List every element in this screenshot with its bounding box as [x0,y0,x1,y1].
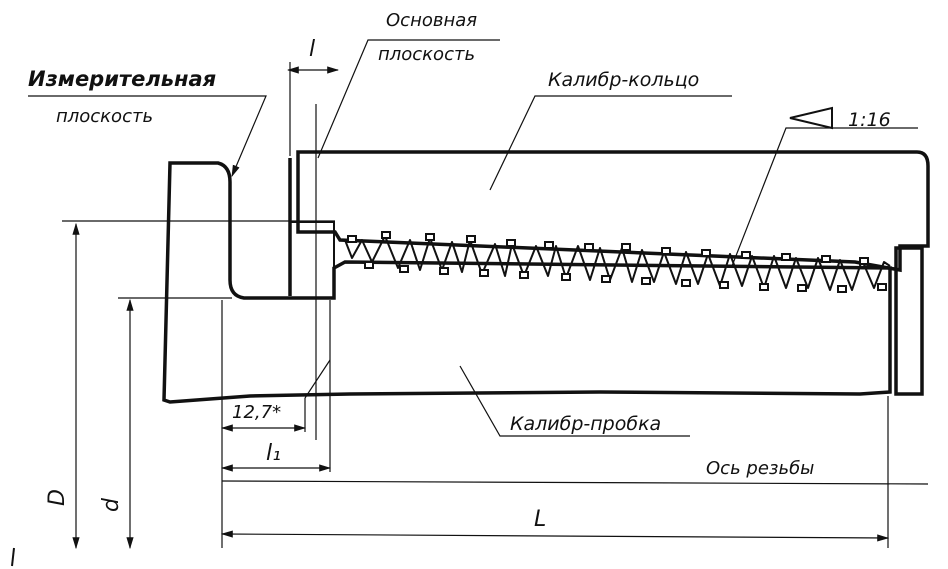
leader-measuring-plane [28,95,267,178]
leader-ring [489,95,732,191]
leader-taper [731,127,918,267]
dim-127-label: 12,7* [232,402,281,423]
plug-gauge-body [162,161,892,404]
dim-D-label: D [45,489,70,506]
dim-l1-label: l₁ [266,441,281,466]
thread-profile [344,235,891,291]
measuring-plane-label-1: Измерительная [28,67,216,91]
plug-end-plate [894,246,924,396]
dim-L-label: L [534,507,546,532]
measuring-plane-label-2: плоскость [56,106,153,127]
plug-gauge-label: Калибр-пробка [510,413,661,435]
leader-plug [459,365,690,437]
thread-axis-line [221,480,929,485]
ring-gauge-body [296,150,930,273]
base-plane-label-2: плоскость [378,44,475,65]
ring-recess [290,221,335,268]
taper-icon [789,106,833,130]
dim-L [220,530,890,542]
ring-gauge-label: Калибр-кольцо [548,69,699,91]
leader-base-plane [317,39,500,159]
thread-crests [347,231,887,293]
taper-label: 1:16 [848,109,891,131]
leader-127 [304,359,331,399]
thread-axis-label: Ось резьбы [706,458,814,479]
base-plane-label-1: Основная [386,10,477,31]
stray-mark [11,547,15,567]
dim-l-label: l [309,37,315,62]
dim-d-label: d [99,497,124,512]
